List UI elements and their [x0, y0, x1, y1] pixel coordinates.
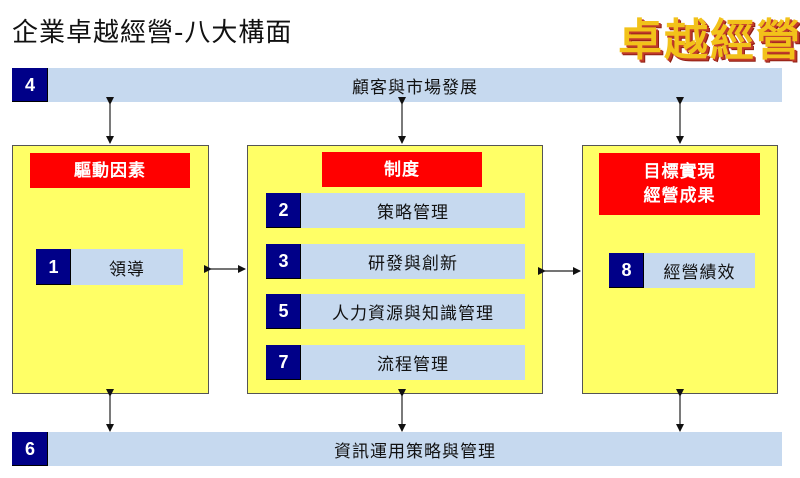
item-strategy-management: 2 策略管理	[266, 193, 525, 228]
header-text: 制度	[384, 159, 420, 180]
item-process-management: 7 流程管理	[266, 345, 525, 380]
top-bar-customer-market: 4 顧客與市場發展	[12, 68, 782, 102]
header-text: 驅動因素	[74, 160, 146, 181]
number-badge: 4	[12, 68, 48, 102]
number-badge: 7	[266, 345, 301, 380]
item-label: 經營績效	[663, 263, 736, 283]
middle-panel-header: 制度	[322, 152, 482, 187]
item-label: 流程管理	[377, 355, 449, 375]
header-text-line2: 經營成果	[643, 186, 716, 206]
item-hr-knowledge-management: 5 人力資源與知識管理	[266, 294, 525, 329]
bar-label: 資訊運用策略與管理	[334, 441, 496, 462]
right-panel-header: 目標實現 經營成果	[599, 153, 760, 215]
bar-label: 顧客與市場發展	[352, 77, 478, 98]
logo: 卓越經營	[618, 15, 800, 66]
item-rd-innovation: 3 研發與創新	[266, 244, 525, 279]
item-label: 領導	[109, 259, 145, 280]
number-badge: 1	[36, 249, 71, 285]
item-label: 研發與創新	[368, 254, 458, 274]
number-badge: 6	[12, 432, 48, 466]
page-title: 企業卓越經營-八大構面	[12, 18, 293, 48]
item-label: 人力資源與知識管理	[332, 304, 494, 324]
item-business-performance: 8 經營績效	[609, 253, 755, 288]
item-label: 策略管理	[377, 203, 449, 223]
number-badge: 8	[609, 253, 644, 288]
item-leadership: 1 領導	[36, 249, 183, 285]
number-badge: 3	[266, 244, 301, 279]
number-badge: 2	[266, 193, 301, 228]
number-badge: 5	[266, 294, 301, 329]
header-text-line1: 目標實現	[643, 162, 716, 182]
left-panel-header: 驅動因素	[30, 153, 190, 188]
bottom-bar-information-strategy: 6 資訊運用策略與管理	[12, 432, 782, 466]
